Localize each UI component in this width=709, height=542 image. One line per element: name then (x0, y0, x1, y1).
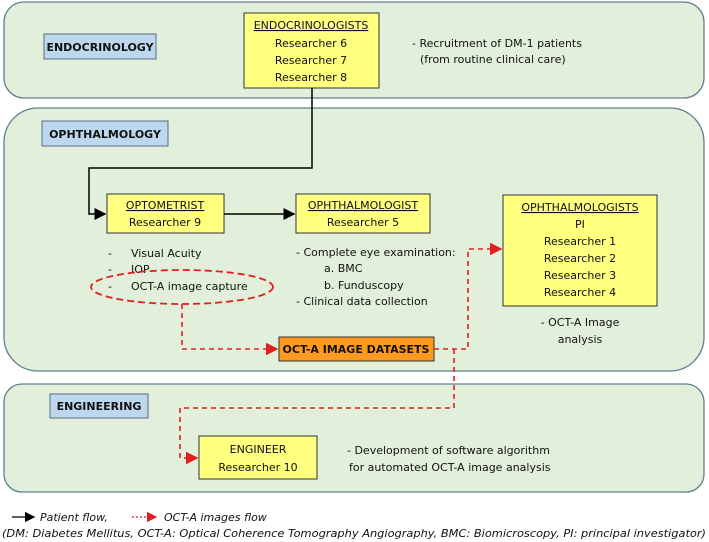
ophthalmologists-note: analysis (558, 333, 603, 346)
ophthalmologists-member: Researcher 1 (544, 235, 616, 248)
endocrinology-label: ENDOCRINOLOGY (46, 41, 154, 54)
optometrist-task: IOP (131, 263, 150, 276)
oct-a-dataset-label: OCT-A IMAGE DATASETS (283, 343, 430, 356)
engineer-box (198, 435, 318, 480)
ophthalmologists-member: Researcher 3 (544, 269, 616, 282)
image-flow-arrow-capture-to-dataset (181, 304, 279, 356)
endocrinologist-member: Researcher 8 (275, 71, 347, 84)
ophthalmologist-task: - Complete eye examination: (296, 246, 456, 259)
engineering-label-box (49, 393, 149, 419)
legend-patient-flow: Patient flow, (40, 511, 108, 524)
endocrinologist-member: Researcher 6 (275, 37, 347, 50)
optometrist-box (106, 193, 225, 234)
ophthalmologist-box (295, 193, 431, 234)
optometrist-task-bullet: - (108, 280, 112, 293)
ophthalmologist-member: Researcher 5 (327, 216, 399, 229)
ophthalmologists-member: PI (575, 218, 585, 231)
optometrist-task-bullet: - (108, 263, 112, 276)
endocrinologists-title: ENDOCRINOLOGISTS (254, 19, 369, 32)
section-ophthalmology: OPHTHALMOLOGY OPTOMETRIST Researcher 9 -… (3, 107, 705, 372)
engineer-member: Researcher 10 (218, 461, 297, 474)
patient-flow-arrow-endo-to-optometrist (88, 88, 313, 220)
endocrinology-label-box (43, 33, 157, 60)
optometrist-task-bullet: - (108, 247, 112, 260)
section-engineering-panel (3, 383, 705, 493)
optometrist-member: Researcher 9 (129, 216, 201, 229)
ophthalmologists-member: Researcher 4 (544, 286, 616, 299)
optometrist-task: Visual Acuity (131, 247, 202, 260)
ophthalmologists-note: - OCT-A Image (541, 316, 620, 329)
ophthalmologists-title: OPHTHALMOLOGISTS (521, 201, 638, 214)
ophthalmologist-title: OPHTHALMOLOGIST (308, 199, 419, 212)
legend-abbreviations: (DM: Diabetes Mellitus, OCT-A: Optical C… (2, 527, 706, 540)
endocrinology-note: (from routine clinical care) (420, 53, 566, 66)
endocrinology-note: - Recruitment of DM-1 patients (412, 37, 582, 50)
legend-image-flow: OCT-A images flow (164, 511, 267, 524)
ophthalmologists-member: Researcher 2 (544, 252, 616, 265)
legend: Patient flow, OCT-A images flow (DM: Dia… (2, 511, 706, 540)
ophthalmology-label: OPHTHALMOLOGY (49, 128, 162, 141)
ophthalmologist-task: a. BMC (324, 262, 363, 275)
engineering-note: - Development of software algorithm (347, 444, 550, 457)
endocrinologist-member: Researcher 7 (275, 54, 347, 67)
ophthalmologists-box (502, 194, 658, 307)
engineer-title: ENGINEER (230, 443, 287, 456)
endocrinologists-box (243, 12, 380, 89)
section-endocrinology: ENDOCRINOLOGY ENDOCRINOLOGISTS Researche… (3, 1, 705, 99)
optometrist-title: OPTOMETRIST (126, 199, 205, 212)
engineering-label: ENGINEERING (57, 400, 142, 413)
ophthalmology-label-box (41, 120, 169, 147)
section-engineering: ENGINEERING ENGINEER Researcher 10 - Dev… (3, 383, 705, 493)
ophthalmologist-task: - Clinical data collection (296, 295, 428, 308)
optometrist-task: OCT-A image capture (131, 280, 248, 293)
image-flow-arrow-dataset-to-engineer (179, 349, 455, 465)
engineering-note: for automated OCT-A image analysis (349, 461, 551, 474)
image-flow-arrow-dataset-to-ophthalmologists (434, 242, 503, 350)
ophthalmologist-task: b. Funduscopy (324, 279, 404, 292)
